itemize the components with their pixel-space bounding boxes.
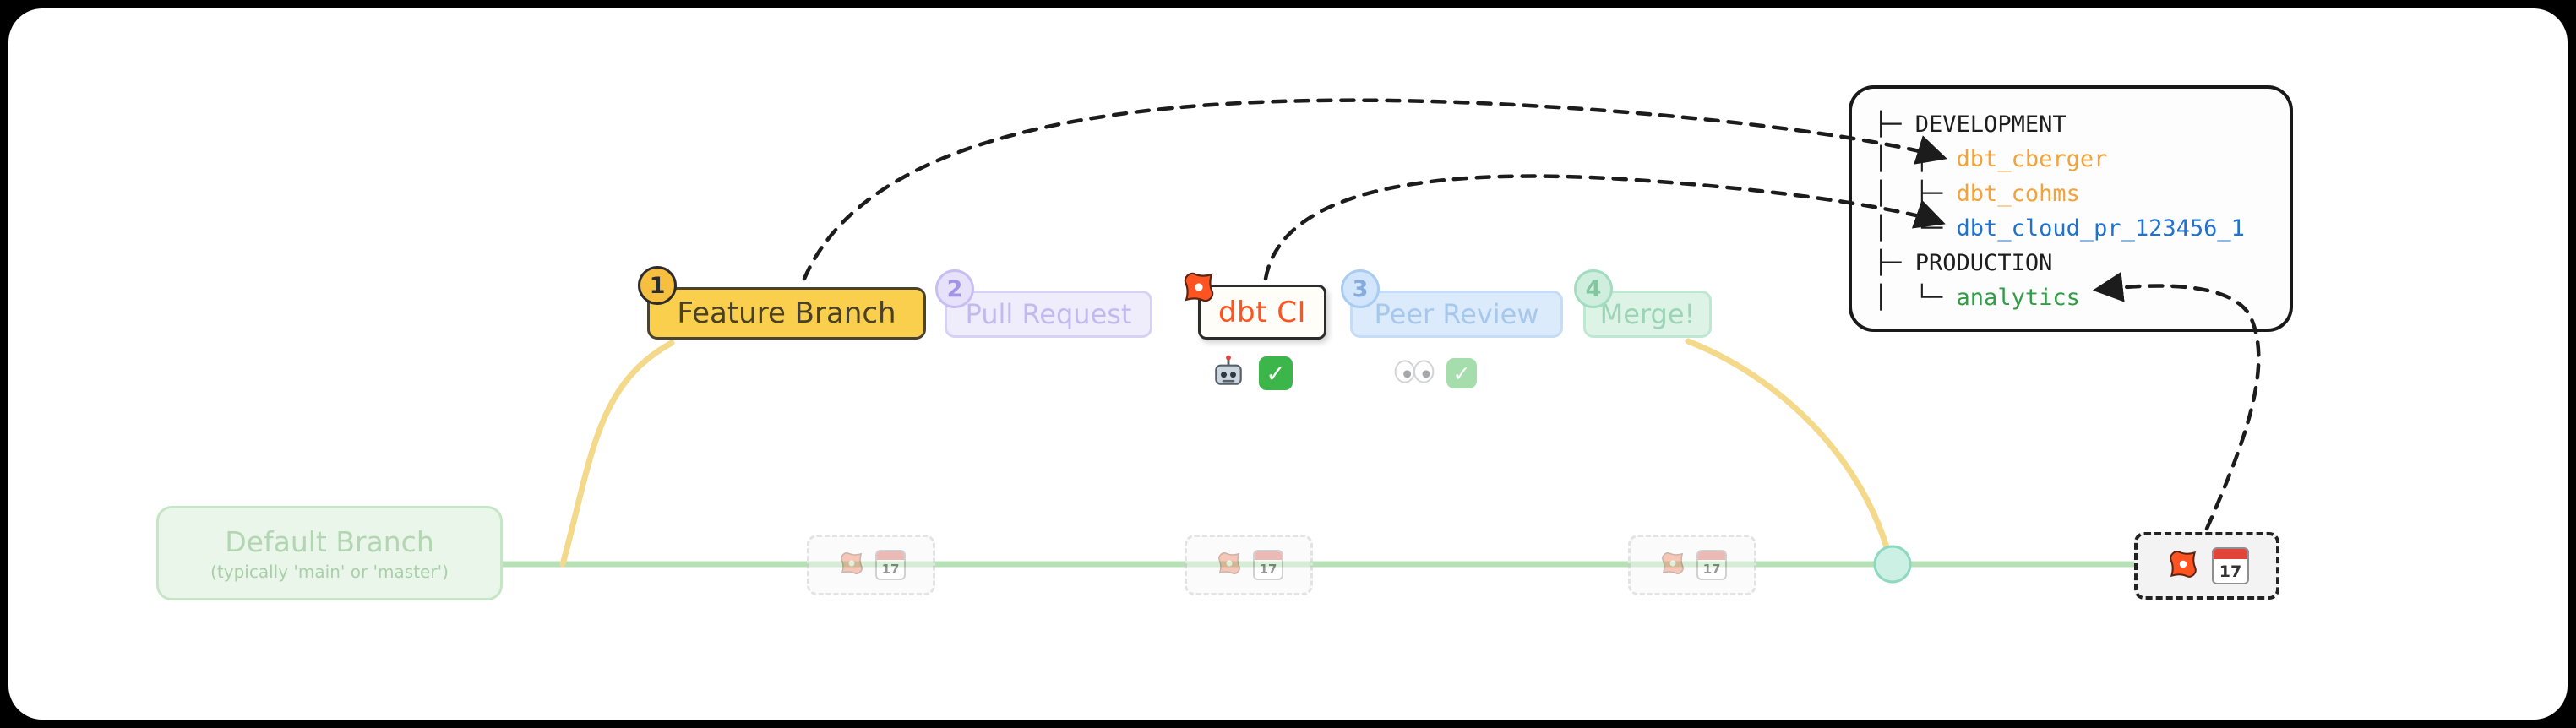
calendar-day: 17 <box>1702 562 1721 577</box>
step-merge: 4 Merge! <box>1574 269 1712 338</box>
env-name: analytics <box>1956 285 2080 311</box>
peer-review-status: ✓ <box>1394 358 1477 388</box>
check-icon: ✓ <box>1446 358 1477 388</box>
step-label: Peer Review <box>1374 298 1539 330</box>
scheduled-job-node: 17 <box>807 535 935 595</box>
step-number-badge: 4 <box>1574 269 1613 308</box>
dbt-logo-icon <box>1658 548 1688 582</box>
environments-panel: ├─ DEVELOPMENT │ ├─ dbt_cberger │ ├─ dbt… <box>1849 85 2293 332</box>
step-peer-review: 3 Peer Review <box>1341 269 1563 338</box>
step-label: Feature Branch <box>677 296 896 330</box>
scheduled-job-node-active: 17 <box>2134 532 2279 600</box>
env-tree-line: ├─ DEVELOPMENT <box>1874 107 2268 142</box>
env-name: DEVELOPMENT <box>1914 111 2067 138</box>
calendar-day: 17 <box>1259 562 1277 577</box>
calendar-icon: 17 <box>2212 547 2249 584</box>
env-name: dbt_cloud_pr_123456_1 <box>1956 215 2245 242</box>
env-tree-line: │ ├─ dbt_cohms <box>1874 177 2268 211</box>
calendar-icon: 17 <box>1696 550 1727 580</box>
dbt-logo-icon <box>836 548 867 582</box>
env-tree-prefix: │ ├─ <box>1874 146 1957 172</box>
env-name: dbt_cohms <box>1956 181 2080 207</box>
env-name: dbt_cberger <box>1956 146 2108 172</box>
step-pull-request: 2 Pull Request <box>935 269 1152 338</box>
eyes-icon <box>1394 360 1435 387</box>
step-number-badge: 1 <box>638 266 677 305</box>
dbt-logo-icon <box>1214 548 1244 582</box>
calendar-icon: 17 <box>875 550 906 580</box>
calendar-day: 17 <box>2219 562 2242 581</box>
check-icon: ✓ <box>1259 356 1293 390</box>
env-tree-prefix: │ └─ <box>1874 285 1957 311</box>
default-branch-title: Default Branch <box>225 524 434 558</box>
dbt-ci-status: ✓ <box>1210 353 1293 394</box>
step-label: Pull Request <box>965 298 1132 330</box>
step-dbt-ci: dbt CI <box>1184 272 1326 340</box>
env-name: PRODUCTION <box>1914 250 2053 276</box>
env-tree-prefix: │ └─ <box>1874 215 1957 242</box>
env-tree-line: │ └─ dbt_cloud_pr_123456_1 <box>1874 211 2268 246</box>
robot-icon <box>1210 353 1247 394</box>
dbt-logo-icon <box>2165 546 2202 586</box>
env-tree-prefix: │ ├─ <box>1874 181 1957 207</box>
step-number-badge: 2 <box>935 269 974 308</box>
calendar-day: 17 <box>881 562 900 577</box>
calendar-icon: 17 <box>1253 550 1283 580</box>
env-tree-line: │ └─ analytics <box>1874 280 2268 315</box>
env-tree-line: ├─ PRODUCTION <box>1874 246 2268 280</box>
step-label: Merge! <box>1599 298 1696 330</box>
env-tree-prefix: ├─ <box>1874 250 1915 276</box>
env-tree-line: │ ├─ dbt_cberger <box>1874 142 2268 177</box>
step-label: dbt CI <box>1217 295 1307 329</box>
env-tree-prefix: ├─ <box>1874 111 1915 138</box>
scheduled-job-node: 17 <box>1185 535 1313 595</box>
dbt-logo-icon <box>1179 267 1219 307</box>
step-feature-branch: 1 Feature Branch <box>638 266 926 340</box>
default-branch-subtitle: (typically 'main' or 'master') <box>210 561 449 582</box>
step-number-badge: 3 <box>1341 269 1380 308</box>
scheduled-job-node: 17 <box>1628 535 1756 595</box>
default-branch-node: Default Branch (typically 'main' or 'mas… <box>156 506 503 600</box>
